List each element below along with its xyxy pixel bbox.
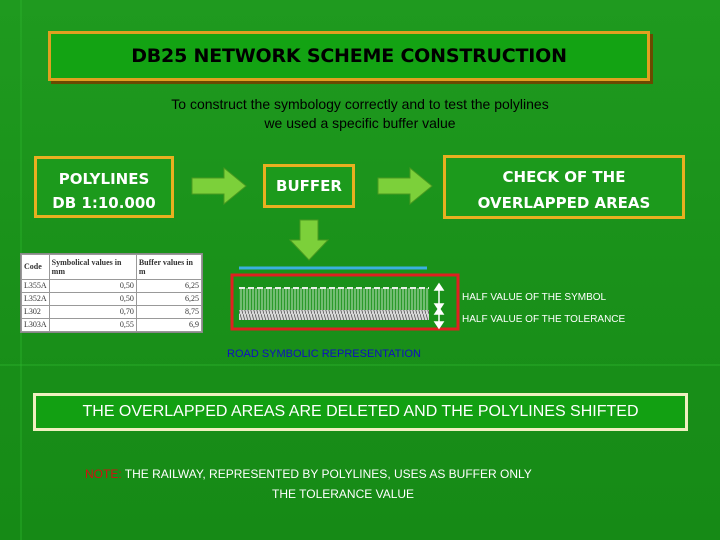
table-cell: 6,25 <box>135 291 203 306</box>
table-cell: L355A <box>21 278 50 293</box>
right-arrow-icon <box>377 166 433 206</box>
table-cell: 8,75 <box>135 304 203 319</box>
table-row: L303A 0,55 6,9 <box>21 317 203 333</box>
check-label-line-1: CHECK OF THE <box>502 168 626 186</box>
table-cell: 0,50 <box>48 291 137 306</box>
symbol-measure-icon <box>433 282 445 312</box>
road-symbol-diagram <box>230 266 460 331</box>
check-label-line-2: OVERLAPPED AREAS <box>477 194 651 212</box>
buffer-label: BUFFER <box>276 177 342 195</box>
table-row: L352A 0,50 6,25 <box>21 291 203 306</box>
buffer-values-table: Code Symbolical values in mm Buffer valu… <box>20 253 203 333</box>
page-title: DB25 NETWORK SCHEME CONSTRUCTION <box>48 31 650 81</box>
subtitle: To construct the symbology correctly and… <box>90 95 630 133</box>
subtitle-line-2: we used a specific buffer value <box>264 115 456 131</box>
symbol-half-band <box>239 288 429 310</box>
buffer-box: BUFFER <box>263 164 355 208</box>
note-line-2: THE TOLERANCE VALUE <box>272 487 415 501</box>
down-arrow-icon <box>288 219 330 261</box>
road-representation-label: ROAD SYMBOLIC REPRESENTATION <box>227 348 421 360</box>
table-row: L355A 0,50 6,25 <box>21 278 203 293</box>
table-cell: 0,70 <box>48 304 137 319</box>
table-cell: L302 <box>21 304 50 319</box>
half-tolerance-label: HALF VALUE OF THE TOLERANCE <box>462 314 626 325</box>
note: NOTE: THE RAILWAY, REPRESENTED BY POLYLI… <box>85 464 645 504</box>
table-cell: L303A <box>21 317 50 333</box>
table-header: Symbolical values in mm <box>48 254 137 280</box>
half-symbol-label: HALF VALUE OF THE SYMBOL <box>462 292 607 303</box>
table-header-row: Code Symbolical values in mm Buffer valu… <box>21 254 203 280</box>
overlapped-deleted-text: THE OVERLAPPED AREAS ARE DELETED AND THE… <box>82 403 639 420</box>
overlap-frame <box>230 273 460 331</box>
table-cell: L352A <box>21 291 50 306</box>
background-line <box>0 364 720 366</box>
table-cell: 0,50 <box>48 278 137 293</box>
note-label: NOTE: <box>85 467 122 481</box>
overlapped-deleted-banner: THE OVERLAPPED AREAS ARE DELETED AND THE… <box>33 393 688 431</box>
table-row: L302 0,70 8,75 <box>21 304 203 319</box>
table-cell: 0,55 <box>48 317 137 333</box>
polylines-label: POLYLINES <box>58 170 150 188</box>
check-overlapped-box: CHECK OF THE OVERLAPPED AREAS <box>443 155 685 219</box>
table-header: Buffer values in m <box>135 254 203 280</box>
right-arrow-icon <box>191 166 247 206</box>
tolerance-half-band <box>239 310 429 320</box>
note-line-1: THE RAILWAY, REPRESENTED BY POLYLINES, U… <box>121 467 532 481</box>
subtitle-line-1: To construct the symbology correctly and… <box>171 96 549 112</box>
table-header: Code <box>21 254 50 280</box>
tolerance-measure-icon <box>433 306 445 330</box>
table-cell: 6,9 <box>135 317 203 333</box>
polylines-scale: DB 1:10.000 <box>52 194 156 212</box>
polylines-box: POLYLINES DB 1:10.000 <box>34 156 174 218</box>
table-cell: 6,25 <box>135 278 203 293</box>
